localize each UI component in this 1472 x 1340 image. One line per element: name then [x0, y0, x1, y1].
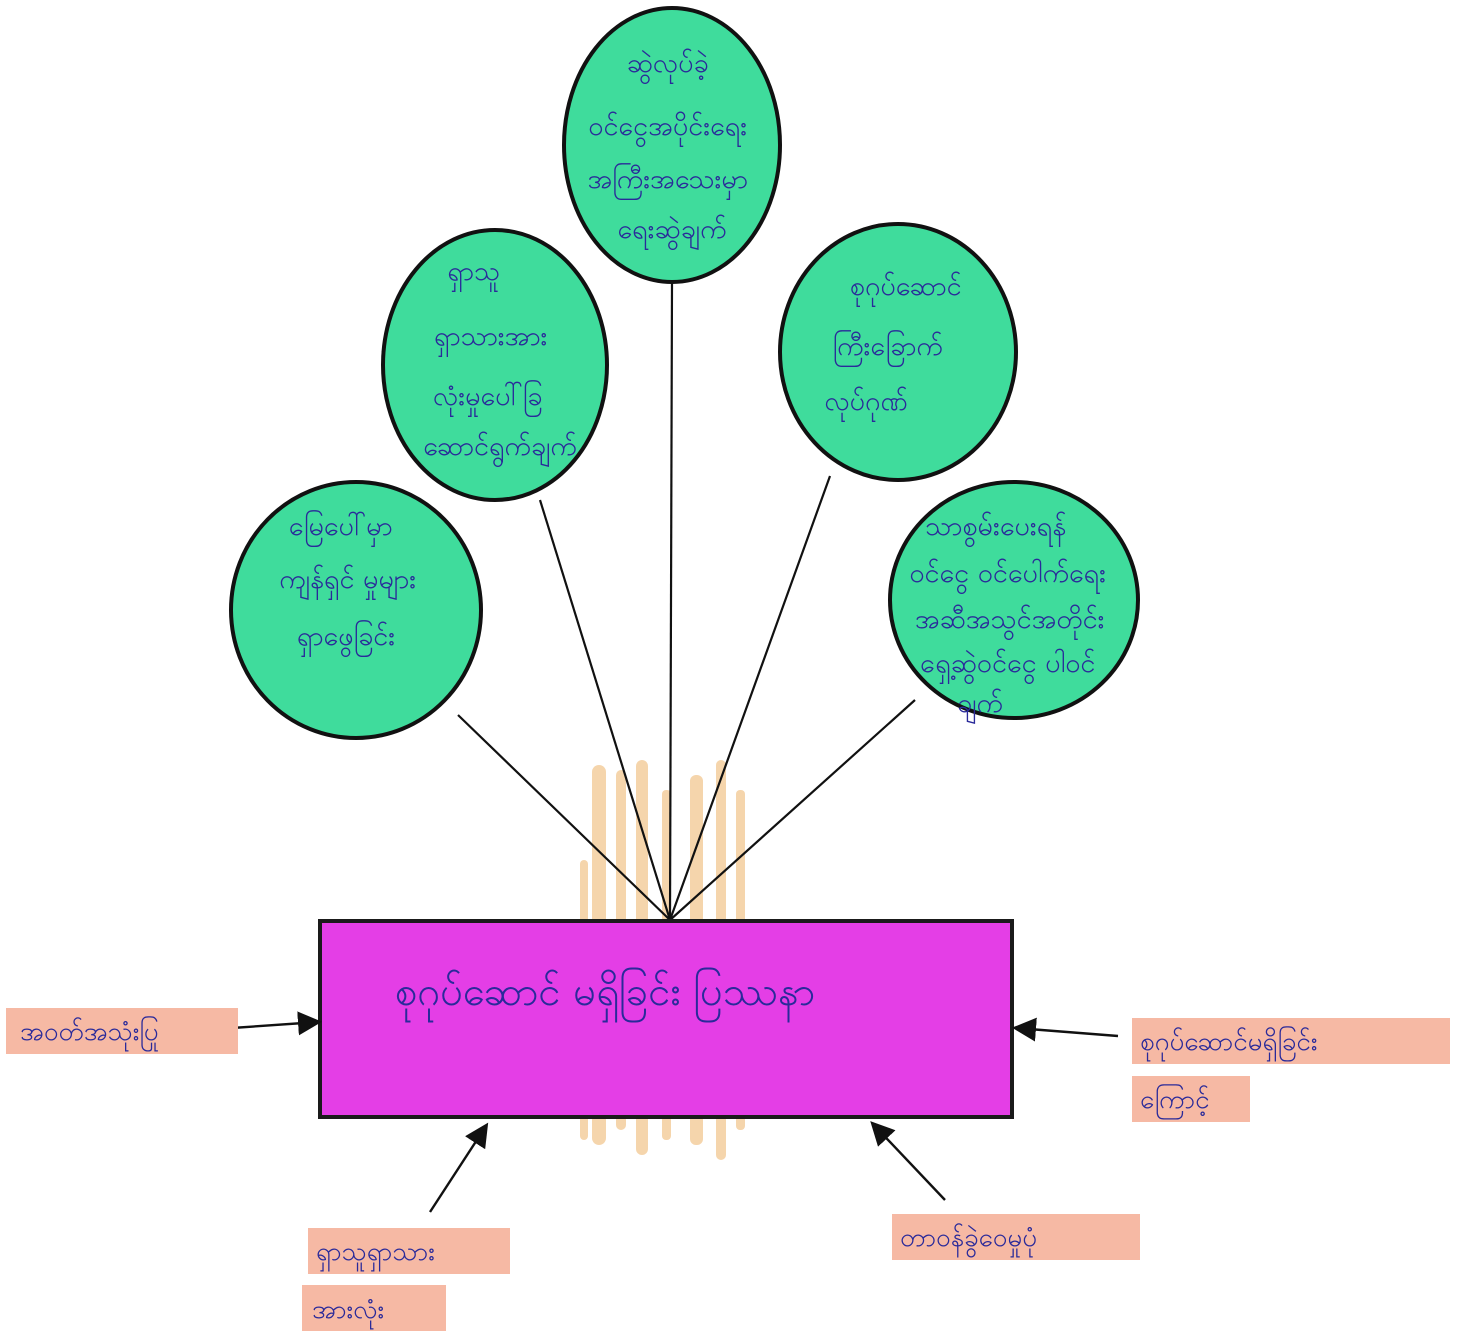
effect-e4-line: ကြီးခြောက် [833, 329, 943, 367]
effect-e5-line: အဆီအသွင်အတိုင်း [915, 604, 1105, 640]
cause-c3-line: ရှာသူရှာသား [316, 1237, 435, 1272]
connector-lines [457, 282, 916, 921]
effect-e1-line: မြေပေါ်မှာ [289, 509, 393, 547]
cause-c2-text: စုဂုပ်ဆောင်မရှိခြင်း ကြောင့် [1140, 1024, 1326, 1120]
arrow-c3 [428, 1122, 489, 1213]
effect-e5-line: သာစွမ်းပေးရန် [925, 511, 1066, 547]
connector-e3 [668, 282, 674, 921]
effect-e2-line: ရှာသားအား [434, 321, 547, 357]
effect-e3-line: ရေးဆွဲချက် [617, 214, 726, 250]
effect-bubble-e1: မြေပေါ်မှာ ကျန်ရှင် မှုများ ရှာဖွေခြင်း [229, 480, 483, 740]
effect-e3-text: ဆွဲလုပ်ခဲ့ ဝင်ငွေအပိုင်းရေး အကြီးအသေးမှာ… [587, 48, 756, 250]
cause-c3-text: ရှာသူရှာသား အားလုံး [312, 1237, 443, 1330]
arrow-c4 [870, 1121, 946, 1201]
effect-e5-line: ချက် [957, 688, 1003, 724]
effect-e2-line: ဆောင်ရွက်ချက် [423, 431, 577, 467]
effect-e1-line: ရှာဖွေခြင်း [297, 619, 395, 657]
effect-e4-line: စုဂုပ်ဆောင် [850, 271, 962, 307]
cause-label-c4: တာဝန်ခွဲဝေမှုပုံ [892, 1214, 1140, 1260]
cause-arrows [231, 1011, 1119, 1213]
effect-e5-line: ဝင်ငွေ ဝင်ပေါက်ရေး [909, 558, 1106, 594]
cause-c3-line: အားလုံး [312, 1295, 384, 1330]
effect-bubble-e4: စုဂုပ်ဆောင် ကြီးခြောက် လုပ်ဂုဏ် [778, 222, 1018, 482]
effect-e4-line: လုပ်ဂုဏ် [824, 386, 907, 422]
connector-e5 [669, 699, 916, 921]
effect-e2-text: ရှာသူ ရှာသားအား လုံးမှုပေါ်ခြ ဆောင်ရွက်ခ… [423, 256, 577, 467]
connector-e4 [668, 475, 832, 921]
effect-e1-line: ကျန်ရှင် မှုများ [279, 564, 416, 600]
arrow-c1 [231, 1011, 322, 1036]
cause-label-c1: အဝတ်အသုံးပြု [6, 1008, 238, 1054]
cause-c4-text: တာဝန်ခွဲဝေမှုပုံ [900, 1222, 1037, 1258]
effect-e5-line: ရှေ့ဆွဲဝင်ငွေ ပါဝင် [920, 648, 1095, 684]
effect-bubble-e3: ဆွဲလုပ်ခဲ့ ဝင်ငွေအပိုင်းရေး အကြီးအသေးမှာ… [562, 6, 782, 284]
cause-c2-line: ကြောင့် [1140, 1082, 1210, 1120]
central-problem-text: စုဂုပ်ဆောင် မရှိခြင်း ပြဿနာ [395, 968, 815, 1023]
effect-e3-line: အကြီးအသေးမှာ [587, 162, 747, 200]
cause-c1-text: အဝတ်အသုံးပြု [20, 1014, 159, 1052]
connector-e2 [538, 499, 672, 921]
effect-e2-line: ရှာသူ [447, 256, 500, 292]
cause-label-c3: ရှာသူရှာသား အားလုံး [302, 1228, 510, 1331]
connector-e1 [457, 714, 671, 921]
arrow-c2 [1012, 1017, 1119, 1042]
effect-e1-text: မြေပေါ်မှာ ကျန်ရှင် မှုများ ရှာဖွေခြင်း [279, 509, 424, 657]
effect-e4-text: စုဂုပ်ဆောင် ကြီးခြောက် လုပ်ဂုဏ် [824, 271, 970, 422]
effect-e2-line: လုံးမှုပေါ်ခြ [433, 379, 543, 417]
cause-label-c2: စုဂုပ်ဆောင်မရှိခြင်း ကြောင့် [1132, 1018, 1450, 1122]
effect-e3-line: ဆွဲလုပ်ခဲ့ [627, 48, 709, 84]
effect-e5-text: သာစွမ်းပေးရန် ဝင်ငွေ ဝင်ပေါက်ရေး အဆီအသွင… [909, 511, 1114, 724]
effect-bubble-e5: သာစွမ်းပေးရန် ဝင်ငွေ ဝင်ပေါက်ရေး အဆီအသွင… [888, 480, 1140, 724]
effect-bubble-e2: ရှာသူ ရှာသားအား လုံးမှုပေါ်ခြ ဆောင်ရွက်ခ… [381, 228, 609, 502]
effect-e3-line: ဝင်ငွေအပိုင်းရေး [588, 111, 747, 147]
cause-c2-line: စုဂုပ်ဆောင်မရှိခြင်း [1140, 1024, 1317, 1062]
central-problem-box: စုဂုပ်ဆောင် မရှိခြင်း ပြဿနာ [318, 919, 1014, 1119]
